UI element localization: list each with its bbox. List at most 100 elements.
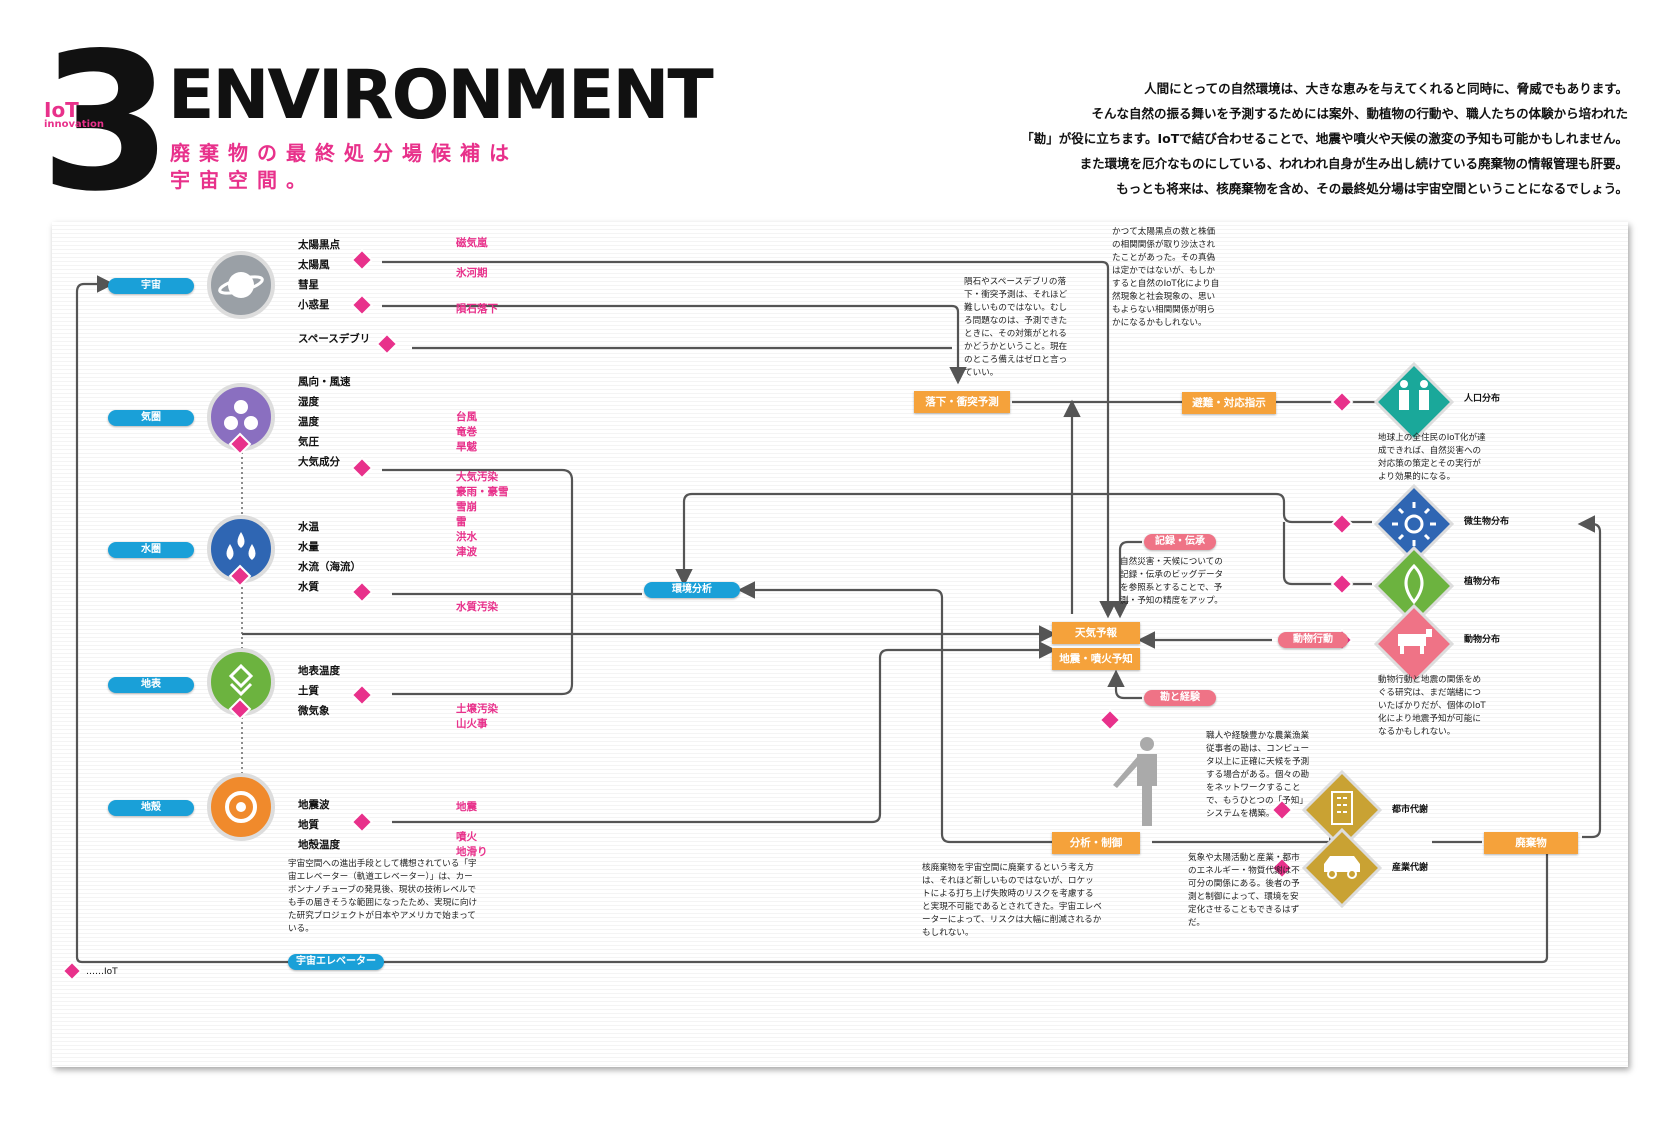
param-label: 湿度: [298, 396, 319, 408]
microbe-icon: [1373, 483, 1455, 565]
phenomenon-label: 水質汚染: [456, 601, 498, 613]
param-label: 地殻温度: [298, 839, 340, 851]
note-sunspot: かつて太陽黒点の数と株価の相関関係が取り沙汰されたことがあった。その真偽は定かで…: [1112, 227, 1220, 328]
subtitle-line-1: 廃棄物の最終処分場候補は: [170, 141, 518, 165]
param-label: 水質: [298, 581, 319, 593]
param-label: スペースデブリ: [298, 333, 371, 345]
param-label: 風向・風速: [298, 376, 351, 388]
param-label: 地震波: [298, 799, 330, 811]
phenomenon-label: 地震: [456, 801, 477, 813]
iot-diamond-icon: [1330, 390, 1354, 414]
iot-diamond-icon: [350, 580, 374, 604]
record-pill: 記録・伝承: [1144, 534, 1216, 550]
phenomenon-label: 旱魃: [456, 441, 477, 453]
animal-behavior-pill: 動物行動: [1278, 632, 1348, 648]
person-icon: [1113, 737, 1157, 826]
sphere-pill-crust: 地殻: [108, 800, 194, 816]
output-label: 植物分布: [1464, 577, 1501, 587]
note-animal: 動物行動と地震の関係をめぐる研究は、まだ端緒についたばかりだが、個体のIoT化に…: [1378, 675, 1486, 737]
param-label: 温度: [298, 416, 319, 428]
iot-diamond-icon: [350, 293, 374, 317]
intro-line: 人間にとっての自然環境は、大きな恵みを与えてくれると同時に、脅威でもあります。: [1144, 81, 1628, 96]
iot-diamond-icon: [228, 432, 252, 456]
planet-icon: [207, 251, 275, 319]
phenomenon-label: 豪雨・豪雪: [456, 486, 509, 498]
innovation-badge: innovation: [44, 119, 104, 130]
intro-line: そんな自然の振る舞いを予測するためには案外、動植物の行動や、職人たちの体験から培…: [1091, 106, 1628, 121]
phenomenon-label: 台風: [456, 411, 477, 423]
note-meteor: 隕石やスペースデブリの落下・衝突予測は、それほど難しいものではない。むしろ問題な…: [964, 277, 1068, 378]
phenomenon-label: 地滑り: [456, 846, 488, 858]
crust-target-icon: [207, 773, 275, 841]
intro-text: 人間にとっての自然環境は、大きな恵みを与えてくれると同時に、脅威でもあります。 …: [868, 76, 1628, 201]
subtitle-line-2: 宇宙空間。: [170, 168, 315, 192]
legend-label: ……IoT: [86, 967, 118, 977]
param-label: 水流（海流）: [298, 561, 361, 573]
output-label: 都市代謝: [1392, 805, 1429, 815]
param-label: 太陽風: [298, 259, 330, 271]
output-label: 人口分布: [1464, 394, 1501, 404]
phenomenon-label: 雪崩: [456, 501, 477, 513]
param-label: 小惑星: [298, 299, 330, 311]
iot-badge: IoT: [44, 98, 79, 122]
intro-line: もっとも将来は、核廃棄物を含め、その最終処分場は宇宙空間ということになるでしょう…: [1116, 181, 1628, 196]
waste-box: 廃棄物: [1484, 832, 1578, 854]
animal-icon: [1373, 603, 1455, 685]
quake-forecast-box: 地震・噴火予知: [1052, 648, 1140, 670]
note-craftsman: 職人や経験豊かな農業漁業従事者の勘は、コンピュータ以上に正確に天候を予測する場合…: [1206, 731, 1310, 819]
phenomenon-label: 磁気嵐: [456, 237, 488, 249]
phenomenon-label: 津波: [456, 546, 477, 558]
water-drops-icon: [207, 515, 275, 583]
note-nuclear: 核廃棄物を宇宙空間に廃棄するという考え方は、それほど新しいものではないが、ロケッ…: [922, 863, 1102, 938]
space-elevator-pill: 宇宙エレベーター: [288, 954, 384, 970]
intro-line: 「勘」が役に立ちます。IoTで結び合わせることで、地震や噴火や天候の激変の予知も…: [1021, 131, 1628, 146]
iot-diamond-icon: [350, 248, 374, 272]
phenomenon-label: 土壌汚染: [456, 703, 498, 715]
intro-line: また環境を厄介なものにしている、われわれ自身が生み出し続けている廃棄物の情報管理…: [1079, 156, 1628, 171]
phenomenon-label: 噴火: [456, 831, 477, 843]
evacuation-box: 避難・対応指示: [1182, 392, 1276, 414]
iot-diamond-icon: [350, 683, 374, 707]
phenomenon-label: 竜巻: [456, 426, 477, 438]
sphere-pill-air: 気圏: [108, 410, 194, 426]
phenomenon-label: 氷河期: [456, 267, 488, 279]
sphere-pill-surface: 地表: [108, 677, 194, 693]
impact-forecast-box: 落下・衝突予測: [914, 391, 1010, 413]
iot-diamond-icon: [1098, 708, 1122, 732]
iot-diamond-icon: [1330, 512, 1354, 536]
output-label: 産業代謝: [1392, 863, 1429, 873]
weather-forecast-box: 天気予報: [1052, 622, 1140, 644]
intuition-pill: 勘と経験: [1144, 690, 1216, 706]
phenomenon-label: 大気汚染: [456, 471, 498, 483]
param-label: 太陽黒点: [298, 239, 340, 251]
industry-car-icon: [1301, 827, 1383, 909]
phenomenon-label: 山火事: [456, 718, 488, 730]
param-label: 微気象: [298, 705, 330, 717]
phenomenon-label: 雷: [456, 516, 467, 528]
iot-diamond-icon: [228, 697, 252, 721]
diagram-panel: 宇宙 気圏 水圏 地表 地殻: [52, 222, 1628, 1067]
note-population: 地球上の全住民のIoT化が達成できれば、自然災害への対応策の策定とその実行がより…: [1378, 433, 1486, 482]
phenomenon-label: 洪水: [456, 531, 477, 543]
phenomenon-label: 隕石落下: [456, 303, 498, 315]
param-label: 気圧: [298, 436, 319, 448]
sphere-pill-space: 宇宙: [108, 278, 194, 294]
param-label: 土質: [298, 685, 319, 697]
sphere-icons: [61, 248, 1455, 982]
param-label: 地質: [298, 819, 319, 831]
iot-diamond-icon: [375, 332, 399, 356]
param-label: 水温: [298, 521, 319, 533]
param-label: 地表温度: [298, 665, 340, 677]
iot-diamond-icon: [350, 810, 374, 834]
env-analysis-pill: 環境分析: [644, 582, 740, 598]
analysis-control-box: 分析・制御: [1052, 832, 1140, 854]
output-label: 動物分布: [1464, 635, 1501, 645]
page-title: ENVIRONMENT: [168, 56, 714, 135]
output-label: 微生物分布: [1464, 517, 1510, 527]
iot-diamond-icon: [228, 564, 252, 588]
iot-diamond-icon: [61, 960, 83, 982]
iot-diamond-icon: [350, 456, 374, 480]
iot-diamond-icon: [1330, 572, 1354, 596]
section-number: 3: [40, 12, 172, 233]
sphere-pill-water: 水圏: [108, 542, 194, 558]
